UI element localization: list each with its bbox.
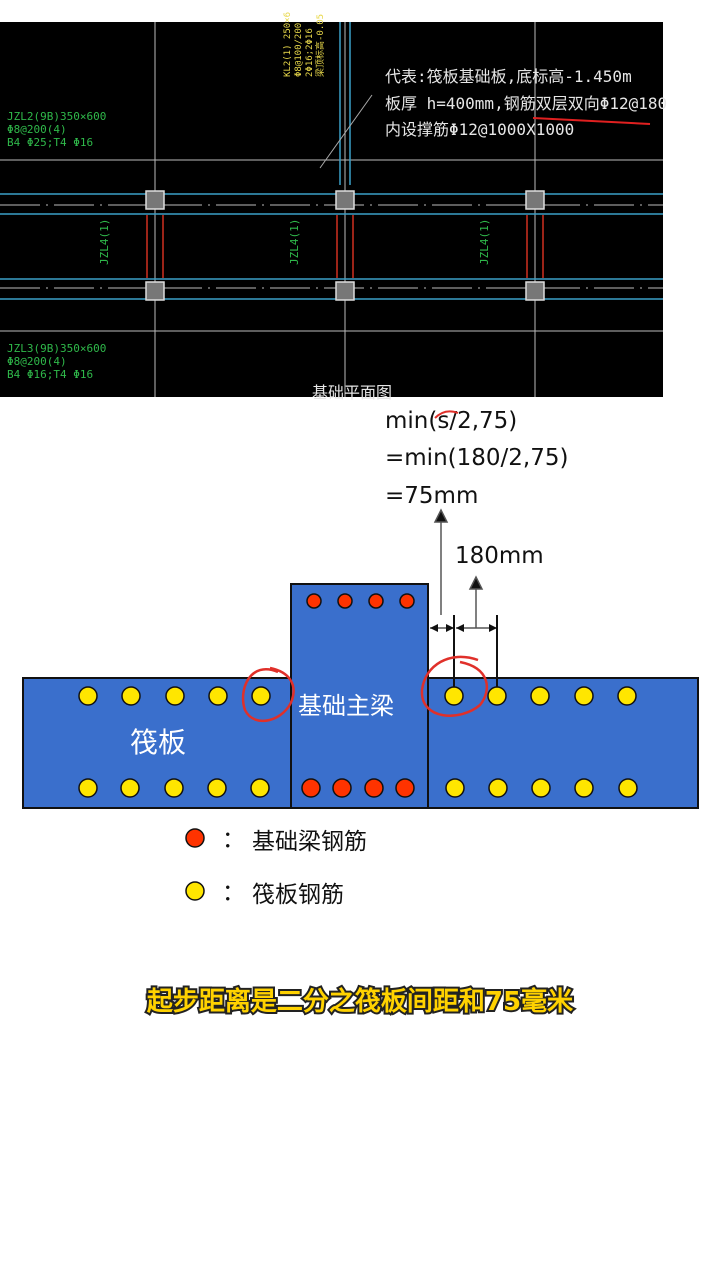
slab-rebar-top	[530, 686, 550, 706]
beam-label-jzl2-line1: JZL2(9B)350×600	[7, 110, 106, 123]
slab-rebar-bottom	[618, 778, 638, 798]
slab-rebar-bottom	[120, 778, 140, 798]
slab-rebar-top	[487, 686, 507, 706]
beam-label-jzl2-line3: B4 Φ25;T4 Φ16	[7, 136, 93, 149]
plan-caption: 基础平面图	[312, 383, 392, 402]
note-line-2: 板厚 h=400mm,钢筋双层双向Φ12@180	[385, 94, 667, 113]
kl-label-line2: Φ8@100/200	[294, 23, 304, 77]
cad-background	[0, 22, 663, 397]
kl-label-line4: 梁顶标高-0.05	[314, 14, 326, 77]
beam-rebar-bottom	[301, 778, 321, 798]
legend-beam-rebar-swatch	[185, 828, 205, 848]
slab-rebar-bottom	[531, 778, 551, 798]
slab-rebar-top	[208, 686, 228, 706]
kl-label-line3: 2Φ16;2Φ16	[305, 28, 315, 77]
cad-plan-image: JZL2(9B)350×600 Φ8@200(4) B4 Φ25;T4 Φ16 …	[0, 12, 667, 402]
video-subtitle: 起步距离是二分之筏板间距和75毫米	[147, 986, 573, 1017]
beam-label-jzl3-line2: Φ8@200(4)	[7, 355, 67, 368]
highlight-circle-left	[241, 666, 295, 722]
dimension-extension-lines	[453, 615, 498, 688]
vertical-beam-label: JZL4(1)	[98, 219, 111, 265]
beam-label-jzl3-line1: JZL3(9B)350×600	[7, 342, 106, 355]
slab-rebar-bottom	[445, 778, 465, 798]
formula-line-3: =75mm	[385, 483, 478, 509]
slab-label: 筏板	[130, 726, 186, 759]
highlight-circle-right	[420, 655, 489, 717]
dimension-arrows	[430, 508, 497, 629]
slab-rebar-top	[574, 686, 594, 706]
legend-slab-rebar-swatch	[185, 881, 205, 901]
slab-rebar-top	[121, 686, 141, 706]
rebar-section-diagram: min(s/2,75) =min(180/2,75) =75mm 180mm 基…	[22, 408, 699, 908]
slab-rebar-bottom	[78, 778, 98, 798]
legend-separator: ：	[222, 880, 245, 906]
slab-rebar-top	[165, 686, 185, 706]
slab-rebar-bottom	[574, 778, 594, 798]
legend-separator: ：	[222, 827, 245, 853]
leader-line	[319, 94, 373, 169]
beam-rebar-top	[399, 593, 415, 609]
note-line-3: 内设撑筋Φ12@1000X1000	[385, 120, 574, 139]
note-line-1: 代表:筏板基础板,底标高-1.450m	[385, 67, 632, 86]
beam-rebar-top	[368, 593, 384, 609]
legend-slab-rebar-label: 筏板钢筋	[252, 882, 344, 908]
beam-rebar-top	[337, 593, 353, 609]
legend-beam-rebar-label: 基础梁钢筋	[252, 829, 367, 855]
beam-label-jzl2-line2: Φ8@200(4)	[7, 123, 67, 136]
annotation-mark	[434, 410, 459, 419]
vertical-beam-label: JZL4(1)	[288, 219, 301, 265]
spacing-label: 180mm	[455, 543, 544, 569]
slab-rebar-bottom	[250, 778, 270, 798]
vertical-beam-label: JZL4(1)	[478, 219, 491, 265]
slab-rebar-top	[444, 686, 464, 706]
beam-rebar-bottom	[332, 778, 352, 798]
highlight-underline	[532, 117, 651, 125]
slab-rebar-bottom	[164, 778, 184, 798]
slab-rebar-bottom	[207, 778, 227, 798]
slab-rebar-top	[617, 686, 637, 706]
main-foundation-beam	[290, 583, 429, 809]
slab-rebar-top	[78, 686, 98, 706]
slab-rebar-top	[251, 686, 271, 706]
beam-rebar-bottom	[395, 778, 415, 798]
beam-rebar-top	[306, 593, 322, 609]
beam-label: 基础主梁	[298, 692, 394, 720]
beam-rebar-bottom	[364, 778, 384, 798]
beam-label-jzl3-line3: B4 Φ16;T4 Φ16	[7, 368, 93, 381]
formula-line-2: =min(180/2,75)	[385, 445, 568, 471]
kl-label-line1: KL2(1) 250×6	[283, 12, 293, 77]
slab-rebar-bottom	[488, 778, 508, 798]
